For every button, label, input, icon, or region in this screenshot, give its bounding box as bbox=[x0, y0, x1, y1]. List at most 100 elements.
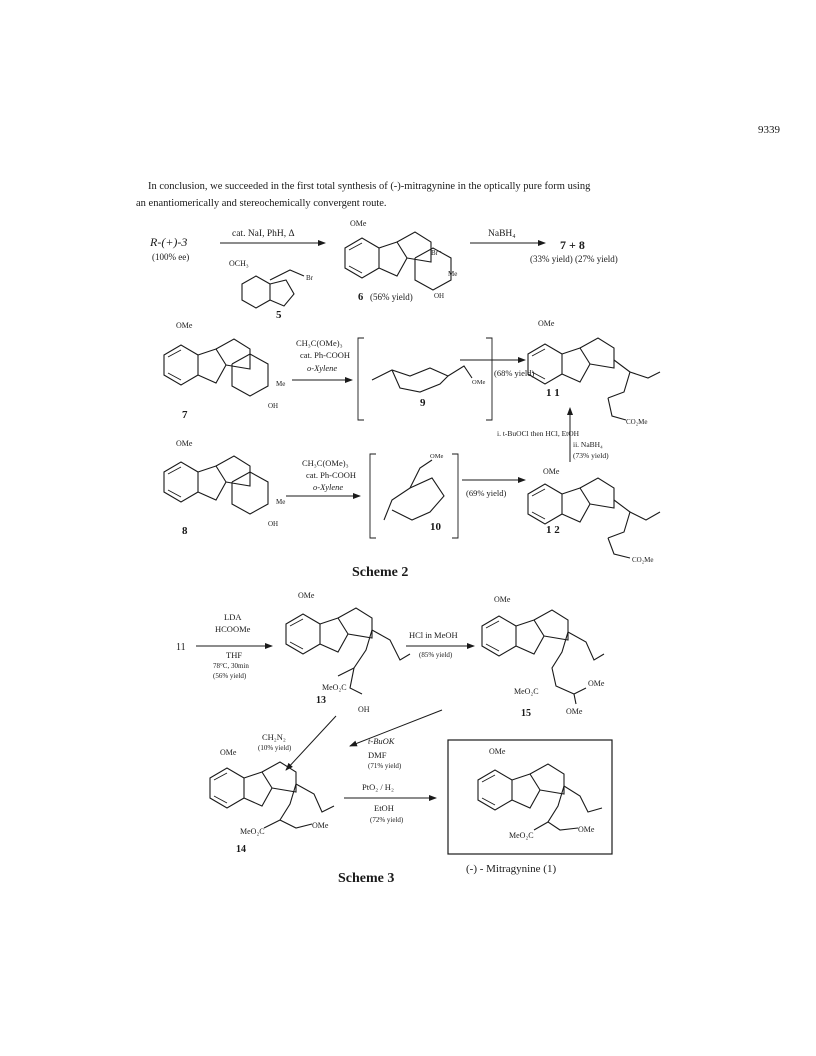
label-ome-mitragynine: OMe bbox=[489, 747, 506, 756]
reagent-elim-2: DMF bbox=[368, 750, 387, 760]
label-oh-6: OH bbox=[434, 292, 444, 300]
reagent-iso-3: (73% yield) bbox=[573, 451, 609, 460]
reagent-claisen-8-c: o-Xylene bbox=[313, 482, 343, 492]
structure-6: OMe Br⁻ Me OH 6 (56% yield) bbox=[344, 219, 457, 303]
structure-mitragynine: OMe MeO₂C OMe bbox=[477, 747, 603, 840]
reagent-diazo-2: (10% yield) bbox=[258, 744, 292, 752]
label-ome-14: OMe bbox=[220, 748, 237, 757]
label-meo2c-14: MeO₂C bbox=[240, 827, 265, 836]
structure-13: OMe MeO₂C OH 13 bbox=[285, 591, 411, 714]
reagent-formyl-5: (56% yield) bbox=[213, 672, 247, 680]
reagent-claisen-7-c: o-Xylene bbox=[307, 363, 337, 373]
yield-9: (68% yield) bbox=[494, 368, 535, 378]
label-ome-8: OMe bbox=[176, 439, 193, 448]
label-ome-15: OMe bbox=[494, 595, 511, 604]
reagent-formyl-3: THF bbox=[226, 650, 242, 660]
structure-14: OMe MeO₂C OMe 14 bbox=[209, 748, 335, 855]
label-co2me-12: CO₂Me bbox=[632, 556, 654, 564]
compound-13-number: 13 bbox=[316, 695, 326, 706]
label-co2me-11: CO₂Me bbox=[626, 418, 648, 426]
compound-11-number: 1 1 bbox=[546, 387, 560, 399]
label-ome-15c: OMe bbox=[566, 707, 583, 716]
label-ome-6: OMe bbox=[350, 219, 367, 228]
label-ome-9: OMe bbox=[472, 379, 485, 386]
compound-6-number: 6 bbox=[358, 292, 363, 303]
compound-12-number: 1 2 bbox=[546, 524, 560, 536]
structure-12: OMe CO₂Me 1 2 bbox=[527, 467, 661, 564]
start-material-label: R-(+)-3 bbox=[149, 235, 187, 249]
reagent-formyl-4: 78°C, 30min bbox=[213, 662, 249, 670]
label-me-8: Me bbox=[276, 498, 285, 506]
reagent-claisen-7-b: cat. Ph-COOH bbox=[300, 350, 350, 360]
compound-9-number: 9 bbox=[420, 397, 426, 409]
label-oh-13: OH bbox=[358, 705, 370, 714]
arrow-elimination bbox=[349, 709, 443, 747]
label-ome-15b: OMe bbox=[588, 679, 605, 688]
compound-14-number: 14 bbox=[236, 844, 246, 855]
reagent-hydro-1: PtO₂ / H₂ bbox=[362, 782, 394, 792]
structure-11: OMe CO₂Me 1 1 bbox=[527, 319, 661, 426]
scheme-2: R-(+)-3 (100% ee) cat. NaI, PhH, Δ OCH₃ … bbox=[149, 219, 661, 580]
reagent-diazo-1: CH₂N₂ bbox=[262, 732, 286, 742]
compound-8-number: 8 bbox=[182, 525, 188, 537]
label-meo2c-mitragynine: MeO₂C bbox=[509, 831, 534, 840]
scheme-2-title: Scheme 2 bbox=[352, 565, 408, 580]
label-me-7: Me bbox=[276, 380, 285, 388]
compound-15-number: 15 bbox=[521, 708, 531, 719]
structure-8: OMe Me OH 8 bbox=[163, 439, 285, 537]
reagent-formyl-1: LDA bbox=[224, 612, 242, 622]
structure-7: OMe Me OH 7 bbox=[163, 321, 285, 421]
reagent-formyl-2: HCOOMe bbox=[215, 624, 251, 634]
paragraph-line-2: an enantiomerically and stereochemically… bbox=[136, 198, 387, 209]
products-7-8: 7 + 8 bbox=[560, 238, 585, 252]
reagent-nabh4: NaBH₄ bbox=[488, 229, 516, 239]
label-och3: OCH₃ bbox=[229, 259, 249, 268]
yield-10: (69% yield) bbox=[466, 488, 507, 498]
compound-7-number: 7 bbox=[182, 409, 188, 421]
scheme-3: 11 LDA HCOOMe THF 78°C, 30min (56% yield… bbox=[176, 591, 613, 886]
label-br: Br bbox=[306, 274, 314, 282]
reagent-acetal-1: HCl in MeOH bbox=[409, 630, 458, 640]
reagent-elim-1: t-BuOK bbox=[368, 736, 396, 746]
label-ome-13: OMe bbox=[298, 591, 315, 600]
label-me-6: Me bbox=[448, 270, 457, 278]
label-meo2c-15: MeO₂C bbox=[514, 687, 539, 696]
label-meo2c-13: MeO₂C bbox=[322, 683, 347, 692]
label-oh-8: OH bbox=[268, 520, 278, 528]
label-ome-12: OMe bbox=[543, 467, 560, 476]
structure-15: OMe MeO₂C OMe OMe 15 bbox=[481, 595, 605, 719]
reagent-claisen-8-b: cat. Ph-COOH bbox=[306, 470, 356, 480]
reagent-acetal-2: (85% yield) bbox=[419, 651, 453, 659]
reagent-hydro-3: (72% yield) bbox=[370, 816, 404, 824]
label-br-minus: Br⁻ bbox=[431, 249, 442, 257]
compound-10-number: 10 bbox=[430, 521, 442, 533]
structure-9: OMe 9 bbox=[357, 337, 493, 421]
mitragynine-box bbox=[447, 739, 613, 855]
products-yields: (33% yield) (27% yield) bbox=[530, 254, 618, 264]
compound-5-number: 5 bbox=[276, 309, 282, 321]
start-material-ee: (100% ee) bbox=[152, 252, 189, 262]
scheme-3-title: Scheme 3 bbox=[338, 871, 394, 886]
reagent-iso-1: i. t-BuOCl then HCl, EtOH bbox=[497, 429, 580, 438]
conclusion-paragraph: In conclusion, we succeeded in the first… bbox=[136, 178, 696, 212]
structure-10: OMe 10 bbox=[369, 453, 459, 539]
label-ome-7: OMe bbox=[176, 321, 193, 330]
reagent-claisen-7-a: CH₃C(OMe)₃ bbox=[296, 338, 343, 348]
page-number: 9339 bbox=[758, 124, 780, 136]
reagent-iso-2: ii. NaBH₄ bbox=[573, 440, 603, 449]
compound-6-yield: (56% yield) bbox=[370, 292, 413, 302]
reagent-hydro-2: EtOH bbox=[374, 803, 394, 813]
reagent-elim-3: (71% yield) bbox=[368, 762, 402, 770]
label-ome-11: OMe bbox=[538, 319, 555, 328]
label-ome-mitragynine-b: OMe bbox=[578, 825, 595, 834]
paragraph-line-1: In conclusion, we succeeded in the first… bbox=[148, 181, 591, 192]
label-ome-10: OMe bbox=[430, 453, 443, 460]
structure-5: OCH₃ Br 5 bbox=[229, 259, 314, 321]
label-ome-14b: OMe bbox=[312, 821, 329, 830]
reagent-nai: cat. NaI, PhH, Δ bbox=[232, 229, 295, 239]
label-oh-7: OH bbox=[268, 402, 278, 410]
arrow-diazomethane bbox=[285, 715, 337, 771]
reagent-claisen-8-a: CH₃C(OMe)₃ bbox=[302, 458, 349, 468]
compound-11-ref: 11 bbox=[176, 642, 186, 653]
